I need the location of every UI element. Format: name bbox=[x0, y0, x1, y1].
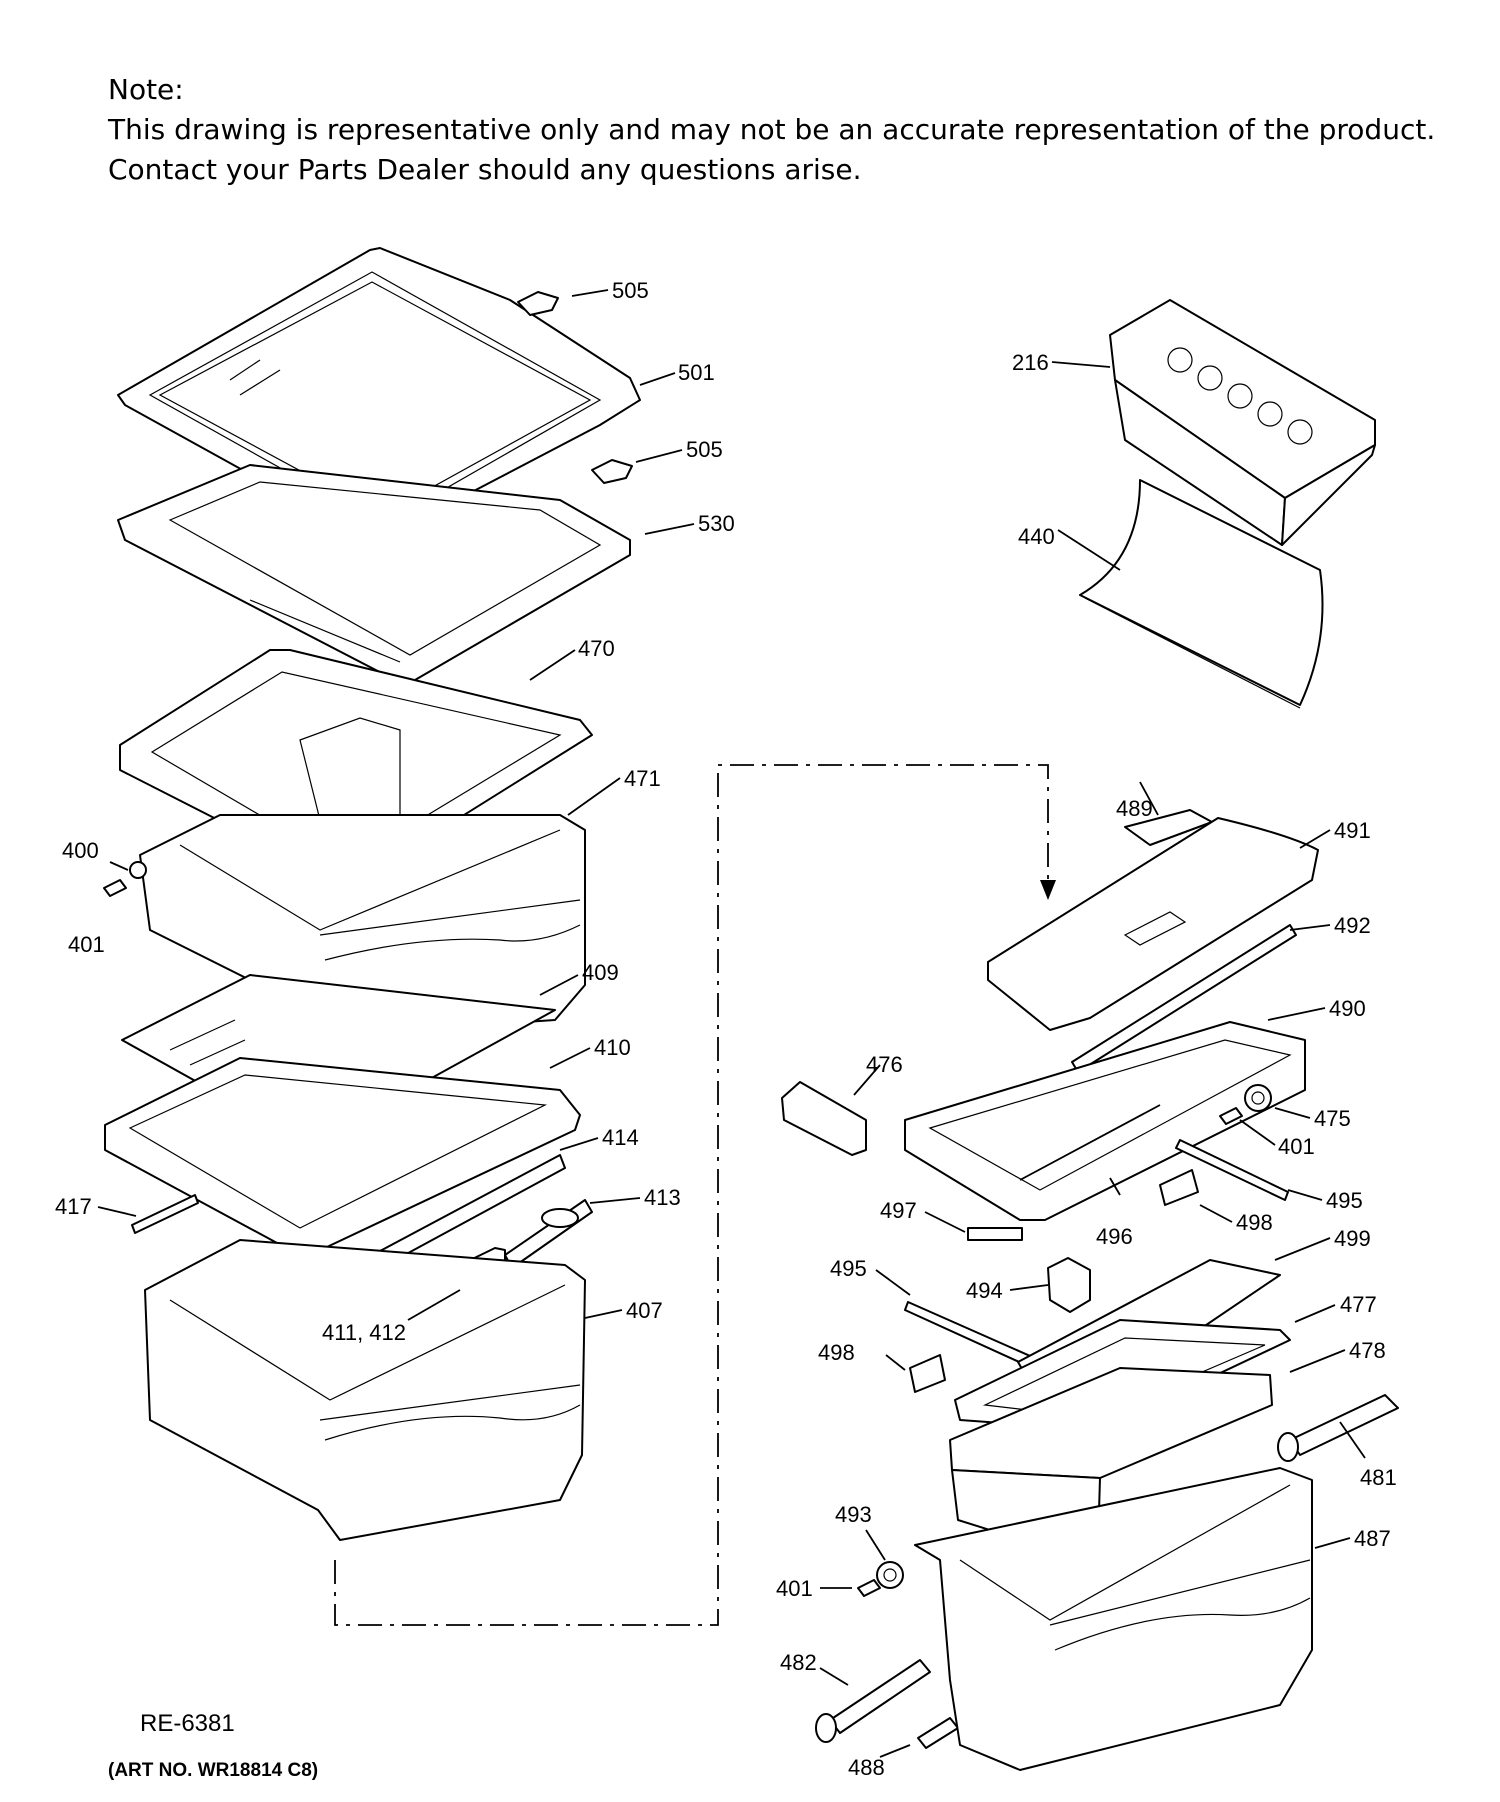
part-487-drawer bbox=[914, 1467, 1313, 1771]
part-505-clip-top bbox=[517, 291, 559, 316]
part-216-bin bbox=[1109, 299, 1376, 546]
callout-505-b: 505 bbox=[686, 437, 723, 462]
part-482-duct bbox=[815, 1659, 931, 1743]
callout-476: 476 bbox=[866, 1052, 903, 1077]
callout-478: 478 bbox=[1349, 1338, 1386, 1363]
callout-492: 492 bbox=[1334, 913, 1371, 938]
part-490-frame-assembly bbox=[904, 1021, 1306, 1221]
callout-216: 216 bbox=[1012, 350, 1049, 375]
note-heading: Note: bbox=[108, 73, 184, 106]
callout-497: 497 bbox=[880, 1198, 917, 1223]
callout-410: 410 bbox=[594, 1035, 631, 1060]
part-495-rail-upper bbox=[1175, 1139, 1289, 1201]
callout-495-lower: 495 bbox=[830, 1256, 867, 1281]
callout-490: 490 bbox=[1329, 996, 1366, 1021]
callout-440: 440 bbox=[1018, 524, 1055, 549]
part-475-roller bbox=[1244, 1084, 1272, 1112]
callout-471: 471 bbox=[624, 766, 661, 791]
callout-488: 488 bbox=[848, 1755, 885, 1780]
callout-489: 489 bbox=[1116, 796, 1153, 821]
callout-470: 470 bbox=[578, 636, 615, 661]
callout-482: 482 bbox=[780, 1650, 817, 1675]
part-476-bracket bbox=[781, 1081, 867, 1156]
part-530-shelf bbox=[117, 464, 631, 681]
callout-494: 494 bbox=[966, 1278, 1003, 1303]
callout-498-upper: 498 bbox=[1236, 1210, 1273, 1235]
part-505-clip-lower bbox=[591, 459, 633, 484]
part-400-roller bbox=[129, 861, 147, 879]
part-493-roller bbox=[876, 1561, 904, 1589]
part-488-fitting bbox=[917, 1717, 959, 1749]
part-401-screw-left bbox=[103, 879, 127, 897]
assembly-connector-line bbox=[334, 764, 1056, 1626]
drawing-reference: RE-6381 bbox=[140, 1710, 235, 1737]
callout-481: 481 bbox=[1360, 1465, 1397, 1490]
callout-530: 530 bbox=[698, 511, 735, 536]
callout-491: 491 bbox=[1334, 818, 1371, 843]
note-line-2: Contact your Parts Dealer should any que… bbox=[108, 153, 862, 186]
callout-409: 409 bbox=[582, 960, 619, 985]
part-496-shaft bbox=[1019, 1104, 1161, 1181]
callout-401-left: 401 bbox=[68, 932, 105, 957]
callout-493: 493 bbox=[835, 1502, 872, 1527]
callout-501: 501 bbox=[678, 360, 715, 385]
part-401-screw-bottom bbox=[857, 1579, 881, 1597]
part-481-duct bbox=[1277, 1394, 1399, 1462]
part-491-lid bbox=[987, 817, 1319, 1031]
callout-505-a: 505 bbox=[612, 278, 649, 303]
callout-487: 487 bbox=[1354, 1526, 1391, 1551]
part-440-cover bbox=[1079, 479, 1324, 709]
callout-477: 477 bbox=[1340, 1292, 1377, 1317]
callout-495-upper: 495 bbox=[1326, 1188, 1363, 1213]
part-407-lower-drawer bbox=[144, 1239, 586, 1541]
callout-407: 407 bbox=[626, 1298, 663, 1323]
callout-414: 414 bbox=[602, 1125, 639, 1150]
callout-400: 400 bbox=[62, 838, 99, 863]
callout-401-middle: 401 bbox=[1278, 1134, 1315, 1159]
part-497-pad bbox=[967, 1227, 1023, 1241]
part-413-handle bbox=[504, 1199, 593, 1269]
callout-498-lower: 498 bbox=[818, 1340, 855, 1365]
callout-475: 475 bbox=[1314, 1106, 1351, 1131]
part-410-frame bbox=[104, 1057, 581, 1256]
art-number: (ART NO. WR18814 C8) bbox=[108, 1760, 319, 1781]
callout-496: 496 bbox=[1096, 1224, 1133, 1249]
part-401-screw-middle bbox=[1219, 1107, 1243, 1125]
note-line-1: This drawing is representative only and … bbox=[108, 113, 1436, 146]
part-498-block-upper bbox=[1159, 1169, 1199, 1206]
callout-413: 413 bbox=[644, 1185, 681, 1210]
leader-lines bbox=[97, 289, 1366, 1758]
callout-417: 417 bbox=[55, 1194, 92, 1219]
part-494-motor bbox=[1047, 1257, 1091, 1313]
callout-411-412: 411, 412 bbox=[322, 1320, 406, 1345]
callout-499: 499 bbox=[1334, 1226, 1371, 1251]
part-417-rail bbox=[131, 1194, 199, 1234]
callout-labels: 505 501 505 530 470 471 400 401 409 410 … bbox=[55, 278, 1397, 1780]
drawing-note: Note: This drawing is representative onl… bbox=[108, 70, 1435, 190]
part-498-block-lower bbox=[909, 1354, 946, 1393]
callout-401-bottom: 401 bbox=[776, 1576, 813, 1601]
